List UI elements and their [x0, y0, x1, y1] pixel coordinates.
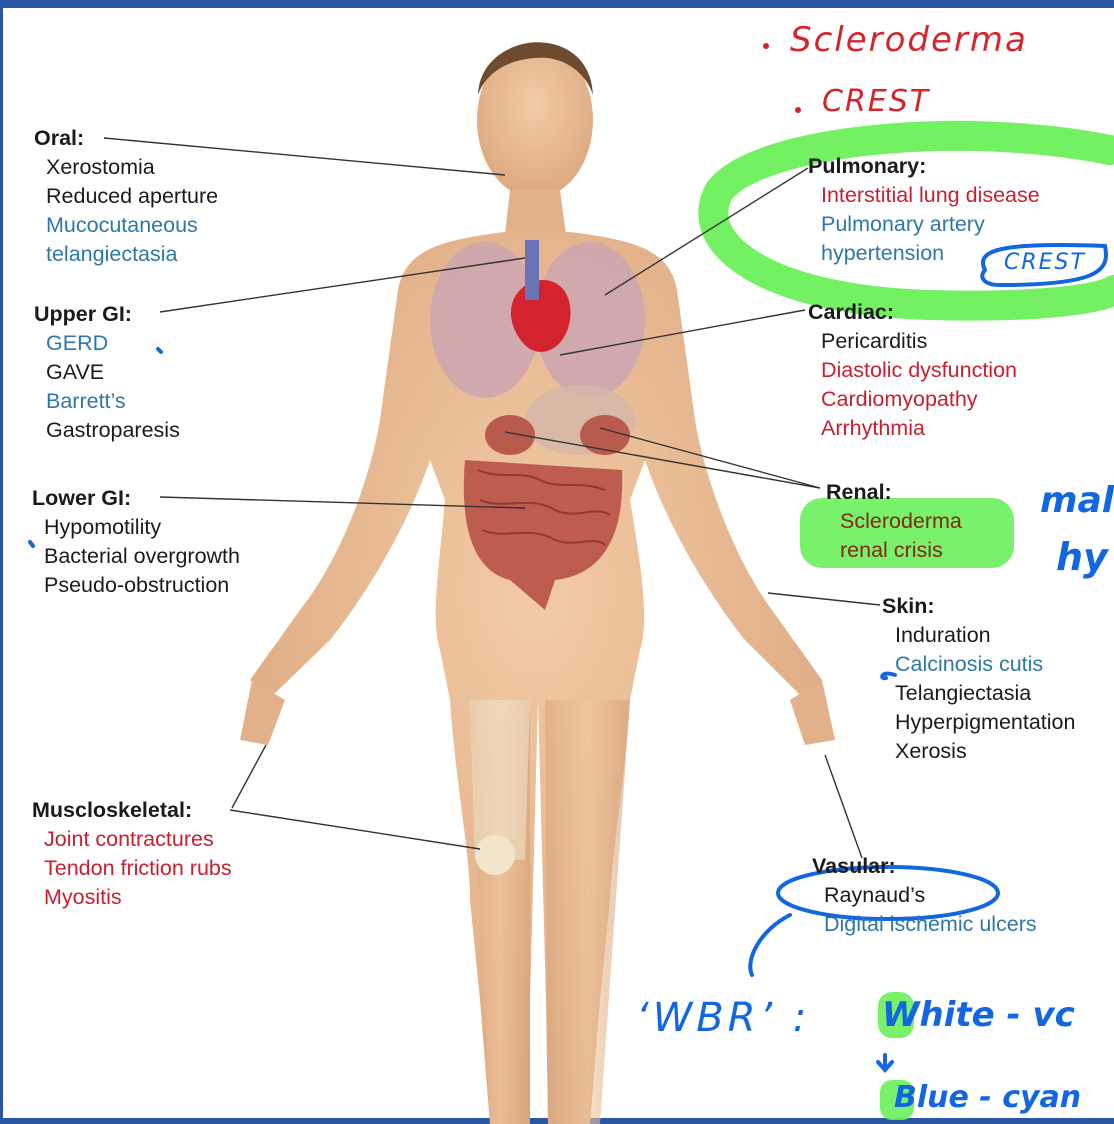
upper-gi-heading: Upper GI: — [34, 300, 180, 329]
upper-gi-item: GAVE — [34, 358, 180, 387]
musculoskeletal-item: Myositis — [32, 883, 232, 912]
bullet-dot-red-2 — [795, 107, 801, 113]
musculoskeletal-item: Tendon friction rubs — [32, 854, 232, 883]
annotation-crest-top: CREST — [822, 84, 930, 119]
lower-gi-item: Pseudo-obstruction — [32, 571, 240, 600]
renal-heading: Renal: — [826, 478, 962, 507]
annotation-margin-word-2: hy — [1056, 535, 1108, 579]
upper-gi-item: GERD — [34, 329, 180, 358]
cardiac-heading: Cardiac: — [808, 298, 1017, 327]
annotation-crest-small: CREST — [1004, 250, 1086, 275]
renal-item: renal crisis — [826, 536, 962, 565]
annotation-scleroderma: Scleroderma — [790, 20, 1028, 60]
oral-item: Mucocutaneous — [34, 211, 218, 240]
skin-heading: Skin: — [882, 592, 1075, 621]
vascular-item: Digital ischemic ulcers — [812, 910, 1037, 939]
lower-gi-heading: Lower GI: — [32, 484, 240, 513]
oral-heading: Oral: — [34, 124, 218, 153]
annotation-white: White - vc — [882, 995, 1075, 1035]
upper-gi-item: Barrett’s — [34, 387, 180, 416]
annotation-wbr: ‘WBR’ : — [636, 995, 810, 1041]
vascular-item: Raynaud’s — [812, 881, 1037, 910]
vascular-heading: Vasular: — [812, 852, 1037, 881]
cardiac-item: Cardiomyopathy — [808, 385, 1017, 414]
skin-item: Hyperpigmentation — [882, 708, 1075, 737]
annotation-margin-word-1: mal — [1040, 480, 1114, 521]
skin-item: Induration — [882, 621, 1075, 650]
musculoskeletal-item: Joint contractures — [32, 825, 232, 854]
oral-item: telangiectasia — [34, 240, 218, 269]
annotation-blue-cyan: Blue - cyan — [894, 1080, 1081, 1115]
pulmonary-item: Interstitial lung disease — [808, 181, 1040, 210]
renal-item: Scleroderma — [826, 507, 962, 536]
lower-gi-item: Hypomotility — [32, 513, 240, 542]
bullet-dot-red-1 — [763, 43, 769, 49]
upper-gi-item: Gastroparesis — [34, 416, 180, 445]
pulmonary-heading: Pulmonary: — [808, 152, 1040, 181]
lower-gi-item: Bacterial overgrowth — [32, 542, 240, 571]
cardiac-item: Arrhythmia — [808, 414, 1017, 443]
skin-item: Telangiectasia — [882, 679, 1075, 708]
skin-item: Calcinosis cutis — [882, 650, 1075, 679]
skin-item: Xerosis — [882, 737, 1075, 766]
oral-item: Xerostomia — [34, 153, 218, 182]
musculoskeletal-heading: Muscloskeletal: — [32, 796, 232, 825]
oral-item: Reduced aperture — [34, 182, 218, 211]
cardiac-item: Diastolic dysfunction — [808, 356, 1017, 385]
pulmonary-item: Pulmonary artery — [808, 210, 1040, 239]
cardiac-item: Pericarditis — [808, 327, 1017, 356]
